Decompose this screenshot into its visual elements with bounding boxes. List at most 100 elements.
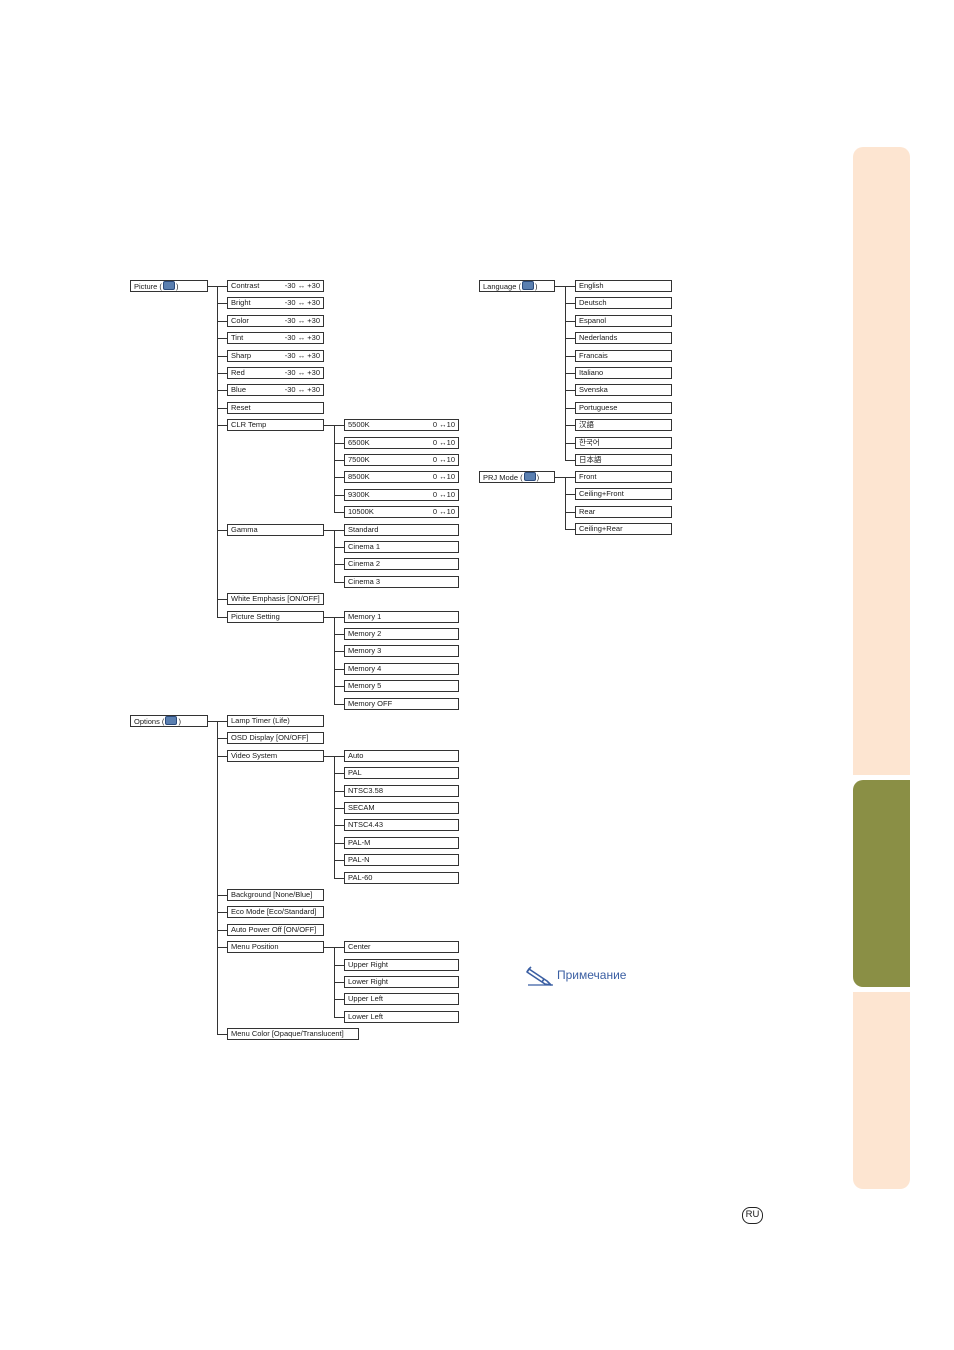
connector-line: [555, 477, 565, 478]
menu-item-blue[interactable]: Blue-30 ↔ +30: [227, 384, 324, 397]
menu-item-osd-display-on-off[interactable]: OSD Display [ON/OFF]: [227, 732, 324, 745]
menu-root-suffix: ): [536, 473, 540, 482]
submenu-item-center[interactable]: Center: [344, 941, 459, 954]
menu-item-item[interactable]: 汉語: [575, 419, 672, 432]
menu-item-item[interactable]: 日本語: [575, 454, 672, 466]
submenu-item-pal[interactable]: PAL: [344, 767, 459, 780]
connector-line: [565, 320, 575, 322]
connector-line: [565, 286, 575, 287]
submenu-item-cinema-3[interactable]: Cinema 3: [344, 575, 459, 588]
submenu-item-auto[interactable]: Auto: [344, 749, 459, 762]
menu-item-label: Rear: [579, 506, 596, 516]
menu-item-label: 한국어: [579, 437, 600, 447]
menu-item-label: Ceiling+Rear: [579, 524, 623, 534]
submenu-item-ntsc3-58[interactable]: NTSC3.58: [344, 784, 459, 797]
menu-item-lamp-timer-life[interactable]: Lamp Timer (Life): [227, 715, 324, 727]
connector-line: [334, 790, 344, 792]
submenu-item-standard[interactable]: Standard: [344, 523, 459, 536]
menu-item-label: 10500K: [348, 507, 374, 517]
connector-line: [334, 460, 344, 461]
menu-root-label: Language (: [483, 282, 521, 291]
menu-item-white-emphasis-on-off[interactable]: White Emphasis [ON/OFF]: [227, 593, 324, 606]
submenu-item-memory-3[interactable]: Memory 3: [344, 645, 459, 658]
submenu-item-memory-1[interactable]: Memory 1: [344, 610, 459, 623]
menu-root-prj-mode[interactable]: PRJ Mode (): [479, 471, 555, 483]
submenu-item-pal-m[interactable]: PAL-M: [344, 836, 459, 849]
submenu-item-cinema-1[interactable]: Cinema 1: [344, 541, 459, 553]
submenu-item-upper-right[interactable]: Upper Right: [344, 958, 459, 971]
menu-item-svenska[interactable]: Svenska: [575, 384, 672, 397]
menu-root-language[interactable]: Language (): [479, 280, 555, 292]
menu-root-picture[interactable]: Picture (): [130, 280, 208, 292]
submenu-item-pal-n[interactable]: PAL-N: [344, 854, 459, 867]
submenu-item-memory-2[interactable]: Memory 2: [344, 628, 459, 640]
menu-item-label: Ceiling+Front: [579, 489, 624, 499]
connector-line: [334, 668, 344, 670]
menu-item-color[interactable]: Color-30 ↔ +30: [227, 314, 324, 327]
note-label: Примечание: [557, 968, 627, 982]
submenu-item-upper-left[interactable]: Upper Left: [344, 993, 459, 1006]
menu-item-contrast[interactable]: Contrast-30 ↔ +30: [227, 280, 324, 292]
submenu-item-memory-off[interactable]: Memory OFF: [344, 697, 459, 710]
submenu-item-cinema-2[interactable]: Cinema 2: [344, 558, 459, 571]
submenu-item-pal-60[interactable]: PAL-60: [344, 871, 459, 884]
menu-root-options[interactable]: Options (): [130, 715, 208, 727]
connector-line: [334, 947, 344, 949]
menu-item-label: PAL-N: [348, 855, 370, 865]
submenu-item-memory-5[interactable]: Memory 5: [344, 680, 459, 693]
menu-item-background-none-blue[interactable]: Background [None/Blue]: [227, 889, 324, 901]
connector-line: [334, 529, 344, 531]
menu-item-rear[interactable]: Rear: [575, 505, 672, 518]
menu-item-label: 汉語: [579, 420, 594, 430]
side-tab-active[interactable]: [853, 780, 910, 987]
menu-item-italiano[interactable]: Italiano: [575, 367, 672, 379]
connector-line: [555, 286, 565, 287]
submenu-item-secam[interactable]: SECAM: [344, 802, 459, 814]
menu-item-red[interactable]: Red-30 ↔ +30: [227, 367, 324, 379]
menu-item-clr-temp[interactable]: CLR Temp: [227, 419, 324, 432]
connector-line: [217, 425, 227, 427]
menu-item-espanol[interactable]: Espanol: [575, 314, 672, 327]
connector-line: [334, 651, 344, 653]
menu-item-francais[interactable]: Francais: [575, 349, 672, 362]
menu-item-ceiling-rear[interactable]: Ceiling+Rear: [575, 523, 672, 536]
submenu-item-memory-4[interactable]: Memory 4: [344, 662, 459, 675]
menu-item-menu-position[interactable]: Menu Position: [227, 941, 324, 954]
menu-item-deutsch[interactable]: Deutsch: [575, 297, 672, 310]
connector-line: [217, 721, 227, 722]
language-badge: RU: [742, 1207, 763, 1224]
menu-item-tint[interactable]: Tint-30 ↔ +30: [227, 332, 324, 345]
connector-line: [324, 755, 334, 757]
menu-item-english[interactable]: English: [575, 280, 672, 292]
submenu-item-ntsc4-43[interactable]: NTSC4.43: [344, 819, 459, 832]
menu-item-picture-setting[interactable]: Picture Setting: [227, 610, 324, 623]
menu-item-video-system[interactable]: Video System: [227, 749, 324, 762]
connector-line: [217, 286, 227, 287]
menu-item-item[interactable]: 한국어: [575, 436, 672, 449]
menu-item-nederlands[interactable]: Nederlands: [575, 332, 672, 345]
menu-item-menu-color-opaque-translucent[interactable]: Menu Color [Opaque/Translucent]: [227, 1028, 359, 1041]
menu-item-sharp[interactable]: Sharp-30 ↔ +30: [227, 349, 324, 362]
connector-line: [334, 755, 344, 757]
menu-item-portuguese[interactable]: Portuguese: [575, 401, 672, 414]
submenu-item-lower-right[interactable]: Lower Right: [344, 976, 459, 988]
connector-line: [324, 425, 334, 427]
menu-item-label: Upper Right: [348, 959, 389, 969]
submenu-item-lower-left[interactable]: Lower Left: [344, 1010, 459, 1023]
menu-item-ceiling-front[interactable]: Ceiling+Front: [575, 488, 672, 501]
menu-item-label: Lower Left: [348, 1011, 384, 1021]
connector-line: [217, 338, 227, 340]
menu-item-front[interactable]: Front: [575, 471, 672, 483]
connector-line: [217, 1034, 227, 1036]
menu-item-auto-power-off-on-off[interactable]: Auto Power Off [ON/OFF]: [227, 923, 324, 936]
menu-item-eco-mode-eco-standard[interactable]: Eco Mode [Eco/Standard]: [227, 906, 324, 919]
menu-item-reset[interactable]: Reset: [227, 401, 324, 414]
menu-item-bright[interactable]: Bright-30 ↔ +30: [227, 297, 324, 310]
menu-item-gamma[interactable]: Gamma: [227, 523, 324, 536]
